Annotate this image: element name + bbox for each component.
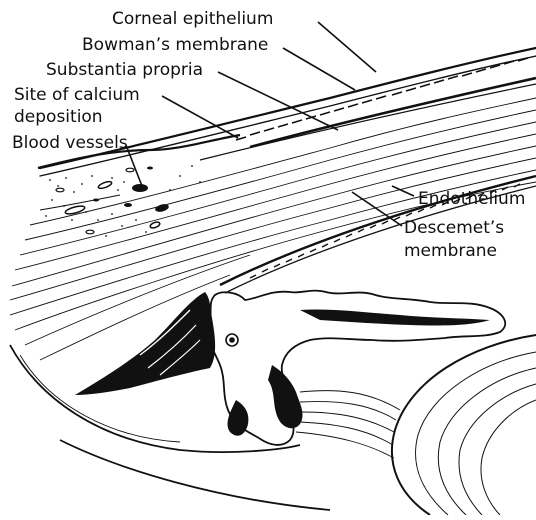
zonular-fibres [296,391,400,458]
label-substantia-propria: Substantia propria [46,60,203,80]
label-corneal-epithelium: Corneal epithelium [112,9,273,29]
leader-bowmans-membrane [283,48,355,90]
schlemms-canal [226,334,238,346]
blood-vessel-marks [93,167,170,214]
label-site-of-calcium-line2: deposition [14,107,103,127]
label-descemets-line2: membrane [404,241,497,261]
label-endothelium: Endothelium [418,189,525,209]
label-site-of-calcium-line1: Site of calcium [14,85,140,105]
label-descemets-line1: Descemet’s [404,218,504,238]
bowmans-membrane-layer [200,78,536,160]
iris-pigment [228,309,490,435]
leader-calcium-deposition [162,96,238,138]
ciliary-body [75,292,215,395]
label-bowmans-membrane: Bowman’s membrane [82,35,268,55]
label-blood-vessels: Blood vessels [12,133,128,153]
leader-corneal-epithelium [318,22,376,72]
diagram-labels: Corneal epithelium Bowman’s membrane Sub… [12,9,525,261]
lens [392,335,536,515]
epithelium-cell-layer [236,58,528,140]
